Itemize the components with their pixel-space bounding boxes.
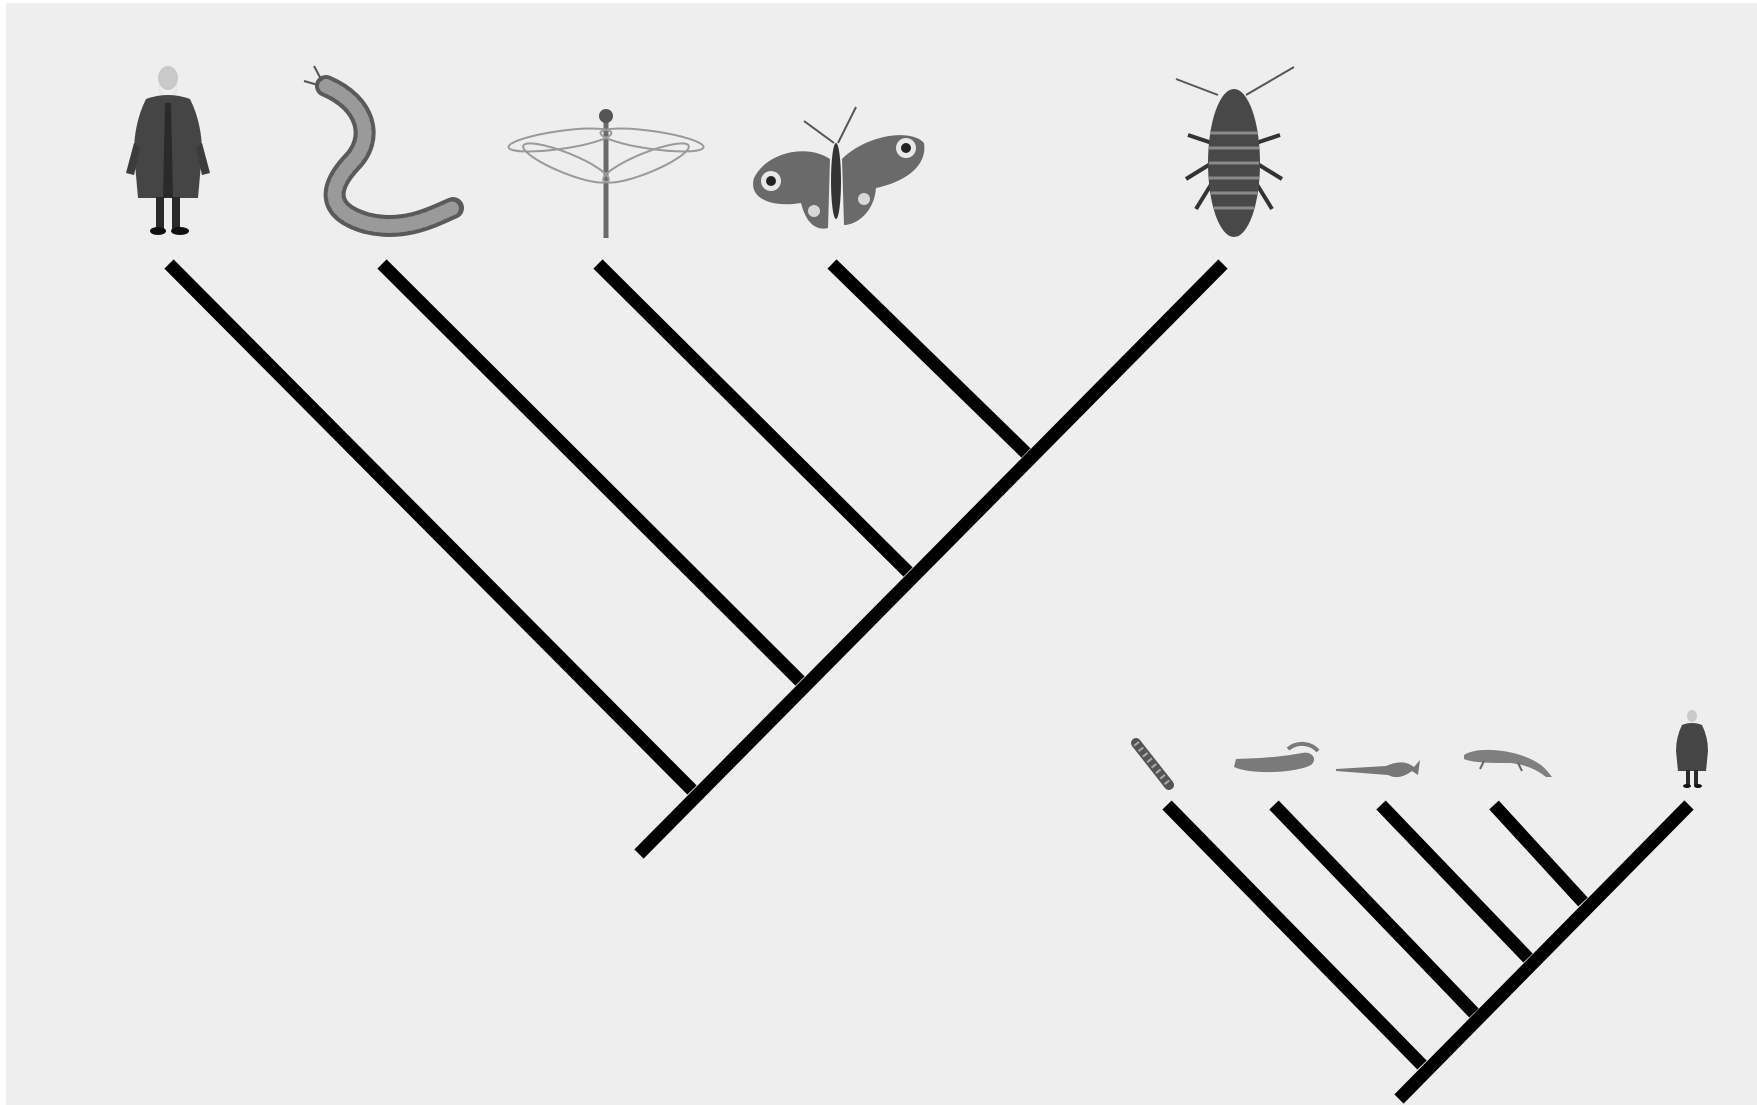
phylogenetic-trees-svg <box>6 3 1757 1105</box>
diagram-panel <box>6 3 1757 1105</box>
